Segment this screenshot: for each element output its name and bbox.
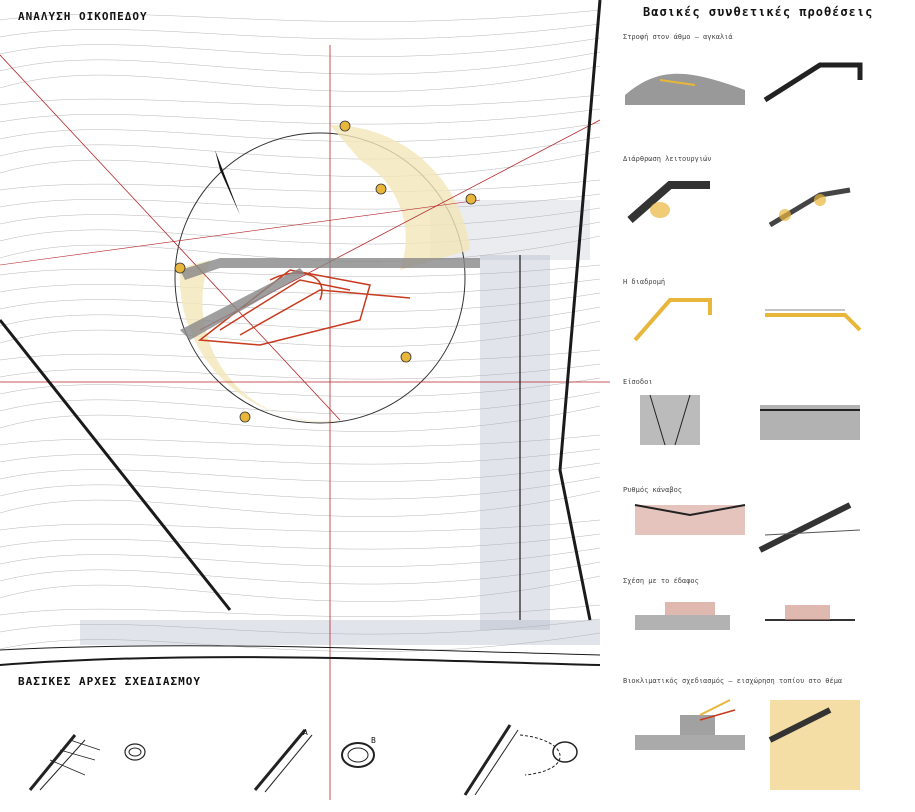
contour-line (0, 235, 601, 262)
diagonal-axis-3 (0, 199, 481, 266)
diagonal-axis-1 (0, 54, 341, 421)
terrain-strokes (0, 0, 602, 666)
grey-band-vertical (480, 255, 550, 630)
proposal-caption-7: Βιοκλιματικός σχεδιασμός – εισχώρηση τοπ… (623, 677, 843, 685)
contour-line (0, 632, 601, 652)
contour-line (0, 575, 601, 602)
contour-line (0, 306, 601, 330)
contour-line (0, 349, 601, 362)
site-plan-drawing: Α Β (0, 0, 610, 800)
site-analysis-title: ΑΝΑΛΥΣΗ ΟΙΚΟΠΕΔΟΥ (18, 10, 148, 23)
proposal-sketch-2 (627, 181, 851, 228)
proposal-sketch-4 (640, 394, 860, 446)
contour-line (0, 448, 601, 465)
principle-sketch-3 (463, 724, 578, 796)
proposal-caption-2: Διάρθρωση λειτουργιών (623, 155, 712, 163)
contour-line (0, 108, 601, 125)
contour-lines (0, 9, 601, 652)
contour-line (0, 462, 601, 482)
contour-line (0, 9, 601, 22)
contour-line (0, 51, 601, 75)
contour-line (0, 377, 601, 397)
proposal-caption-4: Είσοδοι (623, 378, 653, 386)
contour-line (0, 618, 601, 635)
proposal-caption-1: Στροφή στον άθμο – αγκαλιά (623, 33, 733, 41)
contour-line (0, 476, 601, 500)
road-bands (180, 258, 480, 340)
principle-sketch-1 (28, 734, 146, 791)
contour-line (0, 533, 601, 550)
proposals-title: Βασικές συνθετικές προθέσεις (643, 5, 874, 19)
sun-disc-upper (330, 124, 470, 270)
contour-line (0, 490, 601, 517)
proposal-sketch-6 (635, 602, 855, 630)
contour-line (0, 207, 601, 227)
proposal-caption-3: Η διαδρομή (623, 278, 666, 286)
contour-line (0, 561, 601, 585)
contour-line (0, 547, 601, 567)
contour-line (0, 193, 601, 210)
contour-line (0, 363, 601, 380)
contour-line (0, 264, 601, 277)
contour-line (0, 37, 601, 57)
contour-line (0, 150, 601, 177)
principle-label-a: Α (303, 728, 308, 737)
contour-line (0, 23, 601, 40)
proposal-sketch-3 (633, 298, 862, 342)
proposal-caption-6: Σχέση με το έδαφος (623, 577, 699, 585)
north-arrow-icon (215, 150, 240, 215)
design-principles-title: ΒΑΣΙΚΕΣ ΑΡΧΕΣ ΣΧΕΔΙΑΣΜΟΥ (18, 675, 201, 688)
contour-line (0, 405, 601, 432)
contour-line (0, 136, 601, 160)
grey-band-horizontal (80, 620, 600, 645)
contour-line (0, 179, 601, 192)
sun-markers (174, 120, 477, 423)
contour-line (0, 604, 601, 617)
proposal-caption-5: Ρυθμός κάναβος (623, 486, 683, 494)
contour-line (0, 221, 601, 245)
contour-line (0, 65, 601, 92)
contour-line (0, 434, 601, 447)
sun-disc-lower (179, 260, 345, 423)
contour-line (0, 519, 601, 532)
principle-sketch-2 (253, 729, 375, 793)
proposal-sketch-7 (635, 699, 860, 790)
contour-line (0, 94, 601, 107)
principle-label-b: Β (371, 736, 376, 745)
building-sketch (198, 269, 411, 346)
sun-path-circle (174, 132, 466, 424)
contour-line (0, 320, 601, 347)
proposal-sketch-5 (634, 502, 861, 553)
proposal-sketch-1 (625, 62, 863, 105)
contour-line (0, 122, 601, 142)
contour-line (0, 278, 601, 295)
